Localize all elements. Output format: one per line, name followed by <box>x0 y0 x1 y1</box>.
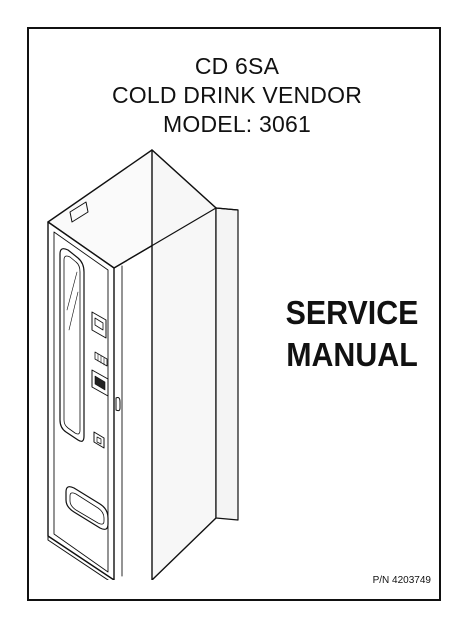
vending-machine-icon <box>47 149 239 580</box>
heading-line-manual: MANUAL <box>286 336 418 373</box>
page-border <box>27 27 441 601</box>
document-title: CD 6SA COLD DRINK VENDOR MODEL: 3061 <box>0 52 474 139</box>
heading-line-service: SERVICE <box>285 294 419 331</box>
title-line-model-number: MODEL: 3061 <box>163 111 311 137</box>
part-number: P/N 4203749 <box>372 575 431 586</box>
title-line-product: COLD DRINK VENDOR <box>111 82 363 108</box>
service-manual-heading: SERVICE MANUAL <box>269 292 435 376</box>
title-line-model-code: CD 6SA <box>194 53 280 79</box>
